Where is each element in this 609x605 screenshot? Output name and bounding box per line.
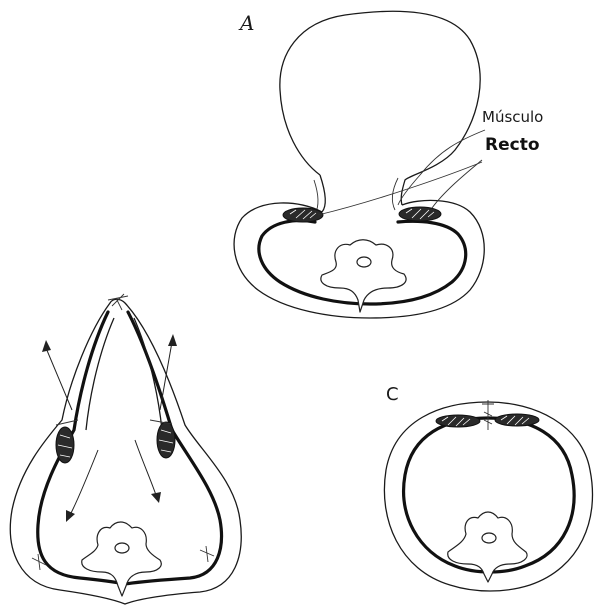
- panel-a-rectus-muscle-left: [283, 208, 323, 222]
- panel-a-label-recto: Recto: [485, 135, 540, 155]
- panel-b: [10, 294, 241, 604]
- panel-a-neck-left: [320, 175, 325, 212]
- panel-a-hernia-sac: [280, 11, 480, 205]
- panel-a-label-musculo: Músculo: [482, 108, 543, 126]
- panel-c-spinal-canal: [482, 533, 496, 543]
- panel-b-arrow-left-up: [46, 348, 72, 410]
- panel-c-vertebra: [448, 512, 527, 582]
- panel-b-vertebra: [82, 522, 161, 596]
- panel-a: A Músculo Recto: [234, 11, 543, 318]
- panel-a-spinal-canal: [357, 257, 371, 267]
- panel-b-spinal-canal: [115, 543, 129, 553]
- panel-a-leader-line-1: [398, 130, 485, 205]
- panel-a-letter: A: [238, 11, 254, 35]
- panel-c-midline-suture: [482, 400, 494, 430]
- panel-b-arrow-right-down: [135, 440, 156, 495]
- panel-b-stitch-right: [200, 546, 214, 562]
- panel-c: C: [384, 384, 592, 591]
- panel-b-arrow-right-up: [160, 342, 172, 410]
- panel-c-letter: C: [386, 384, 399, 405]
- panel-b-arrow-left-down: [70, 450, 98, 515]
- panel-a-leader-line-3: [318, 162, 482, 215]
